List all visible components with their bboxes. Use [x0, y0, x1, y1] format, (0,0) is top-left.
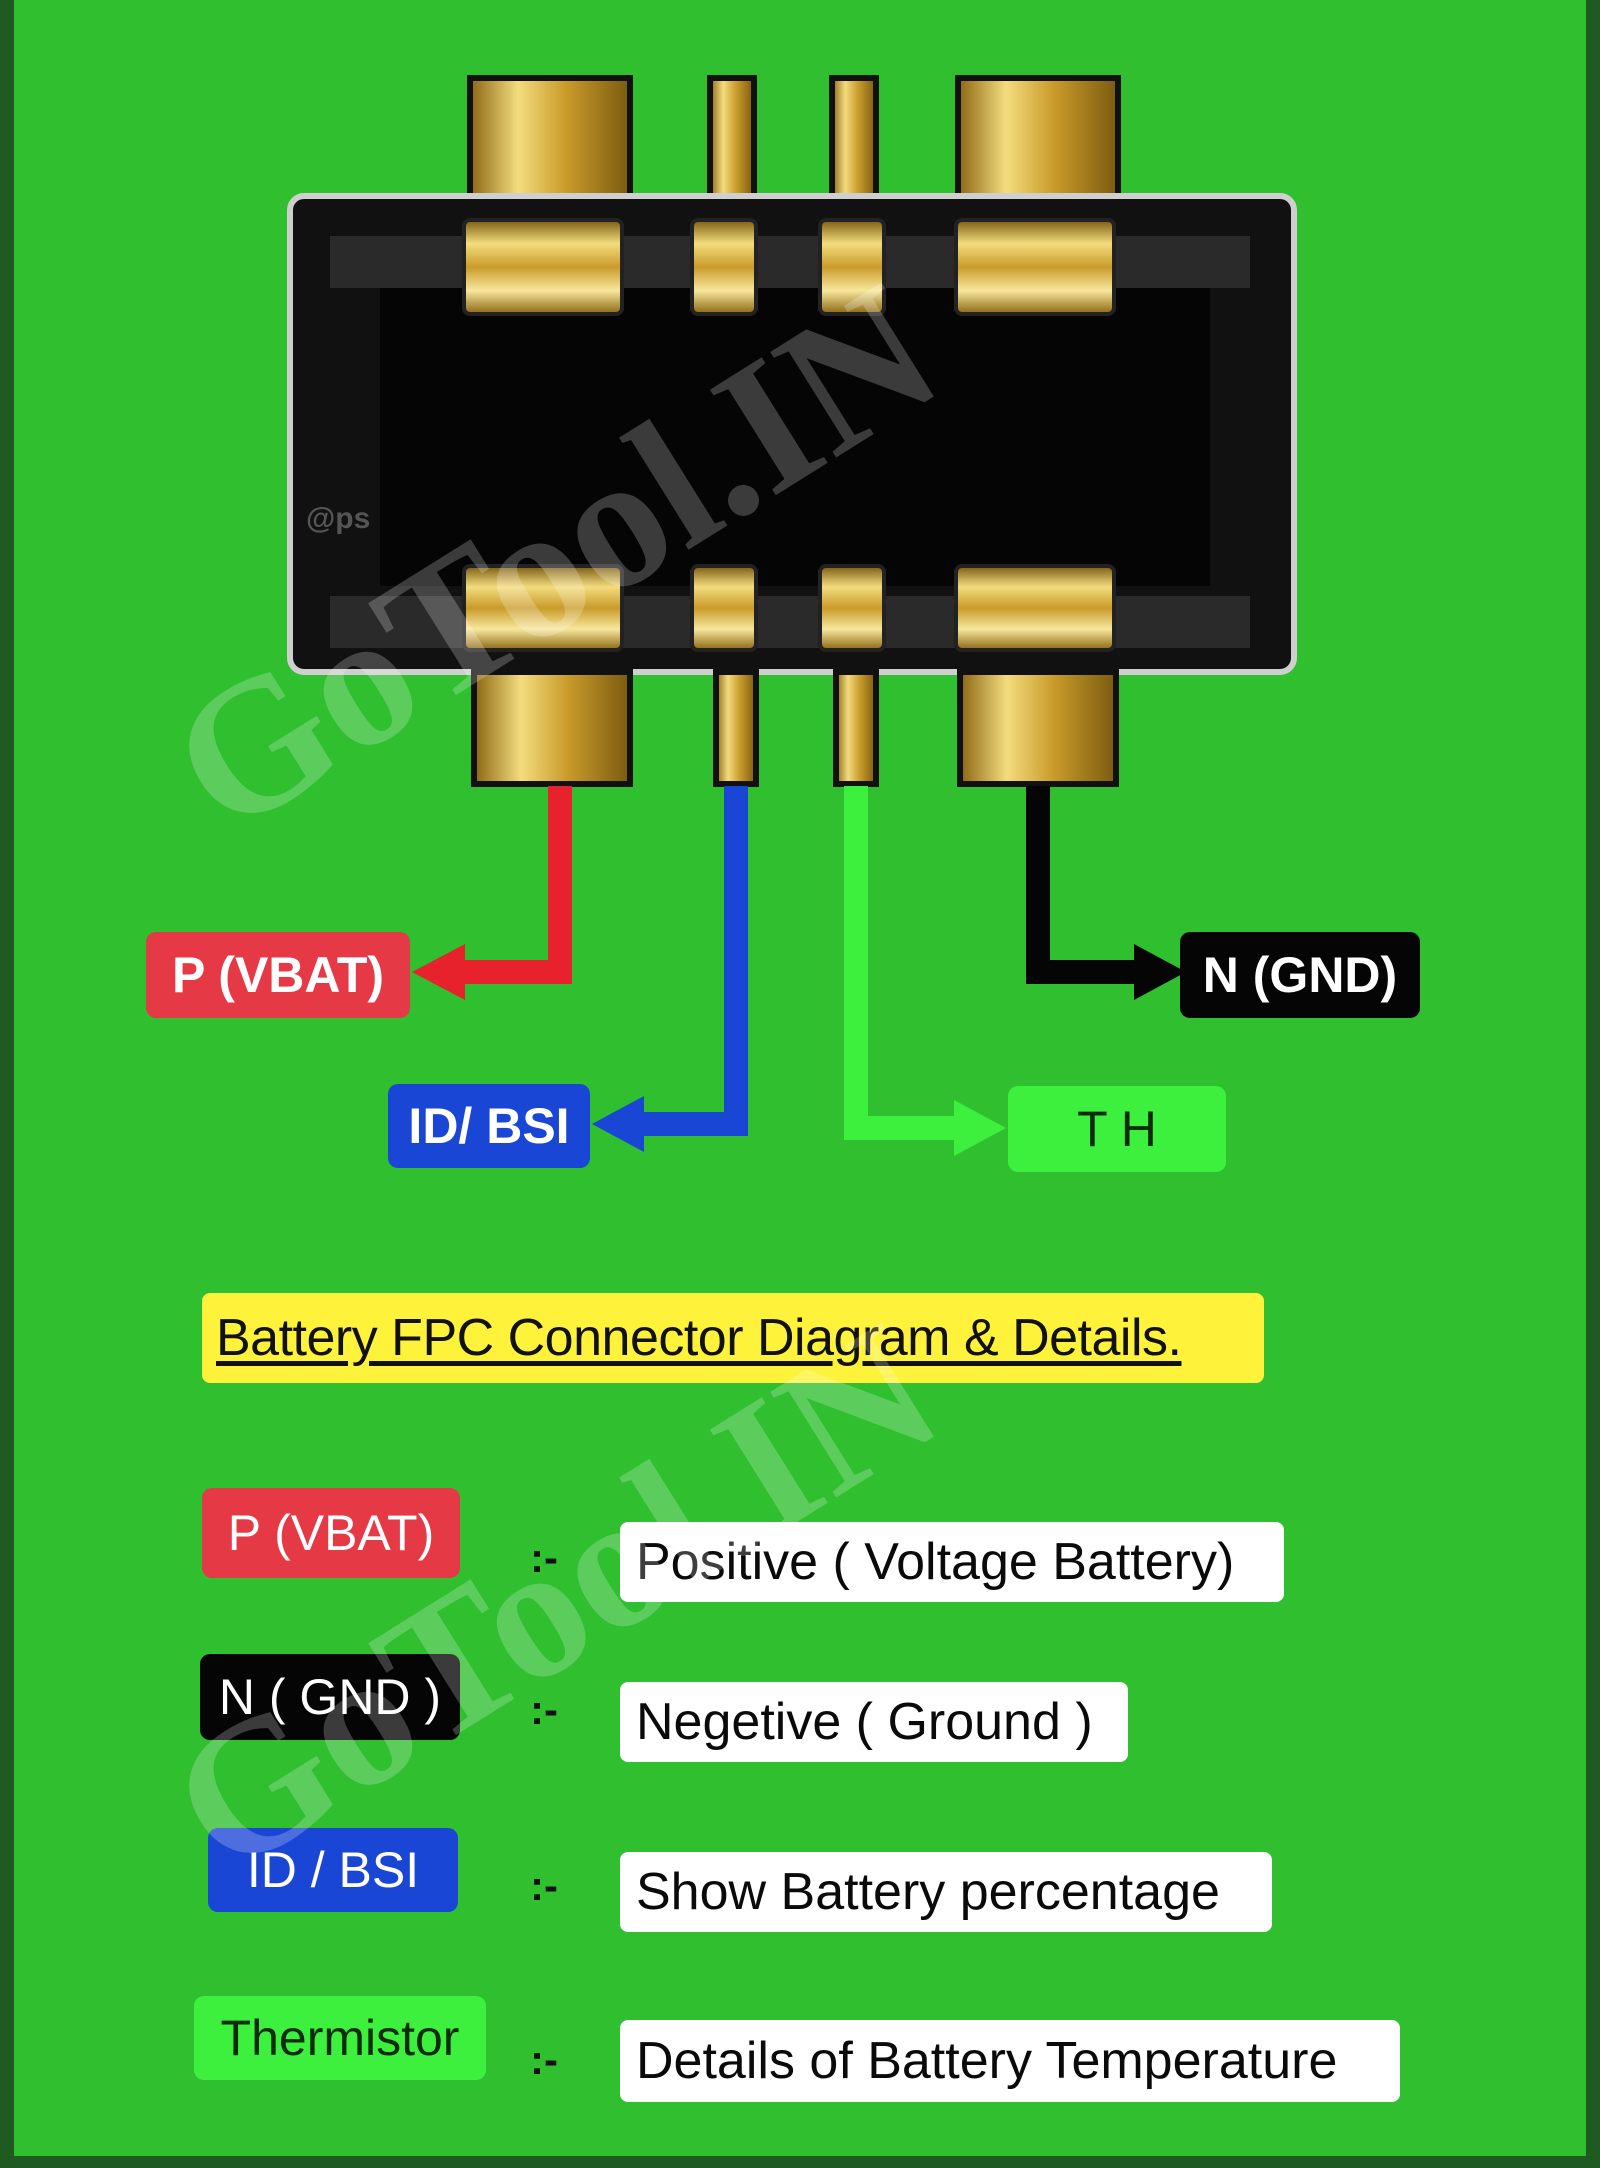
legend-term-gnd: N ( GND )	[200, 1654, 460, 1740]
legend-separator: :-	[530, 1686, 558, 1733]
gnd-leader	[1026, 786, 1140, 984]
th-leader	[844, 786, 960, 1140]
legend-separator: :-	[530, 1862, 558, 1909]
title-banner: Battery FPC Connector Diagram & Details.	[202, 1293, 1264, 1383]
page-title: Battery FPC Connector Diagram & Details.	[216, 1309, 1182, 1367]
pin-label-th: T H	[1008, 1086, 1226, 1172]
top-pins	[467, 75, 1121, 199]
legend-desc-bsi: Show Battery percentage	[620, 1852, 1272, 1932]
pin-label-gnd: N (GND)	[1180, 932, 1420, 1018]
legend-desc-vbat: Positive ( Voltage Battery)	[620, 1522, 1284, 1602]
legend-term-thermistor: Thermistor	[194, 1996, 486, 2080]
right-border	[1586, 0, 1600, 2168]
legend-term-vbat: P (VBAT)	[202, 1488, 460, 1578]
legend-desc-gnd: Negetive ( Ground )	[620, 1682, 1128, 1762]
gnd-arrowhead	[1134, 944, 1186, 1000]
pin-label-vbat: P (VBAT)	[146, 932, 410, 1018]
vbat-arrowhead	[412, 944, 465, 1000]
legend-separator: :-	[530, 1534, 558, 1581]
bottom-border	[0, 2156, 1600, 2168]
th-arrowhead	[954, 1100, 1006, 1156]
legend-separator: :-	[530, 2036, 558, 2083]
lower-contacts	[462, 564, 1116, 652]
bsi-leader	[636, 786, 748, 1136]
leader-lines	[412, 786, 1186, 1156]
vbat-leader	[455, 786, 572, 984]
pin-label-bsi: ID/ BSI	[388, 1084, 590, 1168]
legend-term-bsi: ID / BSI	[208, 1828, 458, 1912]
upper-contacts	[462, 218, 1116, 316]
bottom-pins	[471, 669, 1119, 787]
bsi-arrowhead	[592, 1096, 644, 1152]
credit-mark: @ps	[306, 502, 370, 535]
legend-desc-thermistor: Details of Battery Temperature	[620, 2020, 1400, 2102]
connector-diagram: @ps	[287, 75, 1297, 1156]
left-border	[0, 0, 14, 2168]
